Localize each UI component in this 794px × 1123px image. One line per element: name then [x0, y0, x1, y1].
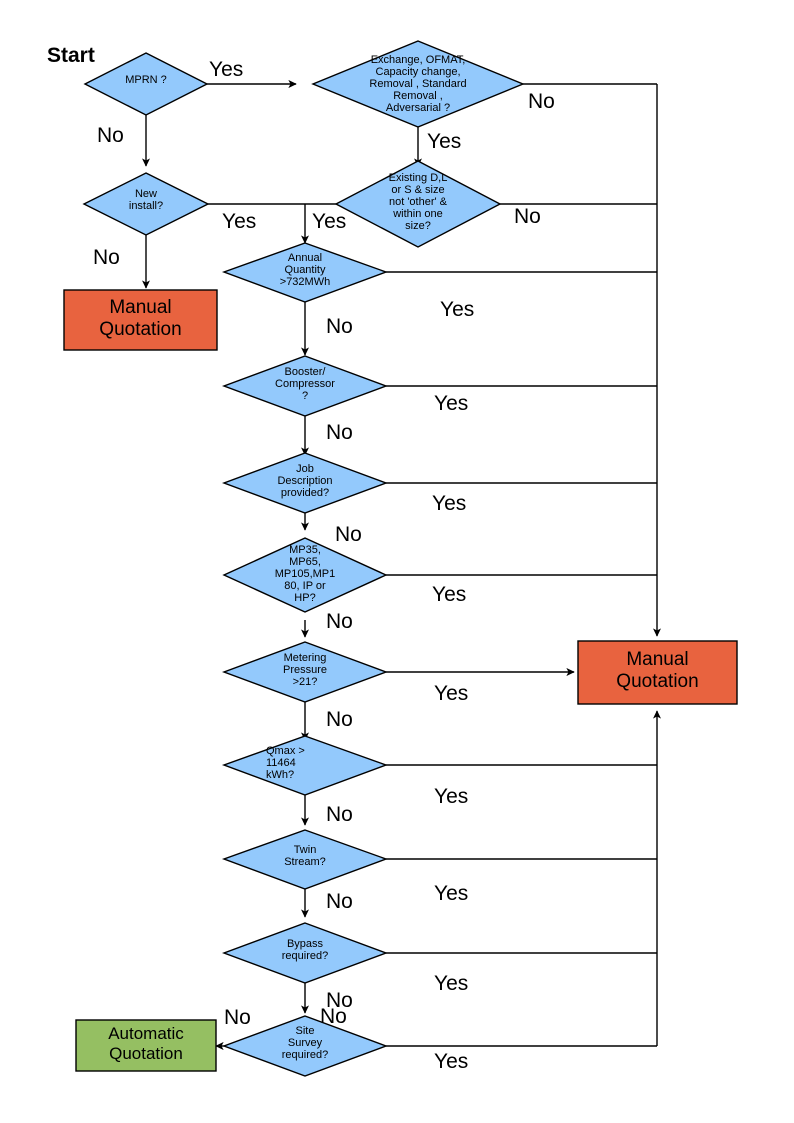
decision-qmax [221, 735, 389, 796]
edge-label-twin-yes: Yes [434, 882, 469, 905]
edge-label-new-install-no: No [93, 246, 120, 269]
decision-booster [221, 355, 389, 417]
edge-label-site-no-left: No [224, 1006, 251, 1029]
decision-annual-quantity [221, 242, 389, 303]
edge-label-site-yes: Yes [434, 1050, 469, 1073]
edge-label-existing-yes: Yes [312, 210, 347, 233]
edge-label-metering-no: No [326, 708, 353, 731]
edge-label-qmax-no: No [326, 803, 353, 826]
edge-label-mp-no: No [326, 610, 353, 633]
edge-label-twin-no: No [326, 890, 353, 913]
edge-label-mprn-yes: Yes [209, 58, 244, 81]
decision-job-description [221, 452, 389, 514]
decision-existing-dls [334, 160, 502, 248]
edge-label-mp-yes: Yes [432, 583, 467, 606]
edge-label-job-yes: Yes [432, 492, 467, 515]
edge-label-new-install-yes: Yes [222, 210, 257, 233]
edge-label-site-no-top: No [320, 1005, 347, 1028]
edge-label-annual-no: No [326, 315, 353, 338]
box-manual-quotation-left [63, 289, 218, 351]
decision-mp-pressures [222, 537, 388, 613]
box-automatic-quotation [75, 1019, 217, 1072]
start-label: Start [47, 44, 95, 67]
edge-label-qmax-yes: Yes [434, 785, 469, 808]
decision-new-install [82, 172, 210, 236]
decision-twin-stream [221, 829, 389, 890]
edge-label-booster-no: No [326, 421, 353, 444]
edge-label-exchange-no: No [528, 90, 555, 113]
decision-bypass [221, 922, 389, 984]
decision-site-survey [221, 1015, 389, 1077]
box-manual-quotation-right [577, 640, 738, 705]
decision-mprn [83, 52, 209, 116]
edge-label-metering-yes: Yes [434, 682, 469, 705]
edge-label-job-no: No [335, 523, 362, 546]
decision-exchange [311, 40, 525, 128]
decision-metering-pressure [221, 641, 389, 703]
edge-label-bypass-no: No [326, 989, 353, 1012]
edge-label-booster-yes: Yes [434, 392, 469, 415]
edge-label-existing-no: No [514, 205, 541, 228]
edge-label-mprn-no: No [97, 124, 124, 147]
edge-label-exchange-yes: Yes [427, 130, 462, 153]
edge-label-bypass-yes: Yes [434, 972, 469, 995]
edge-label-annual-yes: Yes [440, 298, 475, 321]
